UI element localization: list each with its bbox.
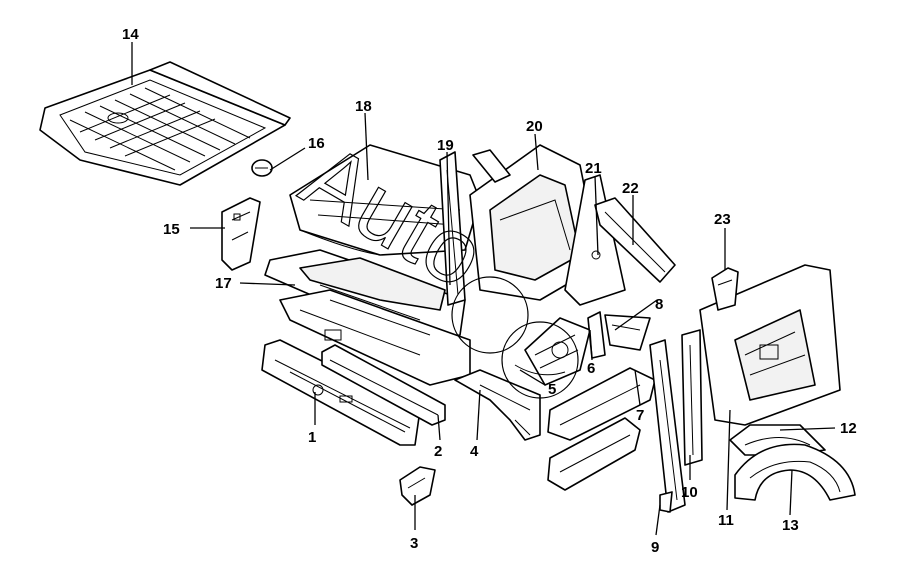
leader-5 <box>519 369 546 386</box>
part-2-crossmember <box>321 344 446 426</box>
part-7-lower-rails <box>547 367 656 491</box>
leader-lines <box>131 42 836 536</box>
part-10-pillar <box>681 329 703 466</box>
callout-14: 14 <box>122 26 139 43</box>
leader-6 <box>589 329 593 361</box>
part-17-floor-assembly <box>264 249 471 386</box>
callout-3: 3 <box>410 535 418 552</box>
part-1-front-crossmember <box>261 339 421 446</box>
callout-6: 6 <box>587 360 595 377</box>
part-8-gusset <box>604 314 651 351</box>
callout-4: 4 <box>470 443 479 460</box>
leader-9 <box>655 504 661 536</box>
callout-15: 15 <box>163 221 180 238</box>
part-22-rear-rail <box>472 149 676 283</box>
part-3-bracket <box>399 466 436 506</box>
part-15-bracket <box>221 197 261 271</box>
leader-13 <box>789 469 793 516</box>
callout-1: 1 <box>308 429 316 446</box>
callout-7: 7 <box>636 407 644 424</box>
leader-18 <box>364 112 369 181</box>
part-9-long-pillar <box>649 339 686 513</box>
leader-16 <box>269 147 306 171</box>
callout-13: 13 <box>782 517 799 534</box>
leader-4 <box>476 389 481 441</box>
part-19-pillar <box>439 151 466 306</box>
part-4-side-member <box>454 369 541 441</box>
leader-11 <box>726 409 731 511</box>
part-18-floor-panel <box>289 144 481 256</box>
leader-2 <box>437 414 441 441</box>
callout-labels: 1 2 3 4 5 6 7 8 9 10 11 12 13 14 15 16 1… <box>122 26 857 556</box>
callout-2: 2 <box>434 443 442 460</box>
part-14-floor-pan <box>39 61 291 186</box>
callout-8: 8 <box>655 296 663 313</box>
callout-16: 16 <box>308 135 325 152</box>
callout-23: 23 <box>714 211 731 228</box>
leader-17 <box>239 282 296 286</box>
callout-17: 17 <box>215 275 232 292</box>
part-13-wheelarch <box>734 443 856 501</box>
leader-20 <box>534 133 539 171</box>
callout-5: 5 <box>548 381 556 398</box>
callout-12: 12 <box>840 420 857 437</box>
callout-22: 22 <box>622 180 639 197</box>
callout-11: 11 <box>718 512 734 529</box>
leader-12 <box>779 427 836 431</box>
leader-8 <box>614 299 658 331</box>
callout-18: 18 <box>355 98 372 115</box>
callout-10: 10 <box>681 484 698 501</box>
leader-19 <box>446 151 451 286</box>
callout-21: 21 <box>585 160 602 177</box>
part-21-quarter-inner <box>564 174 626 306</box>
part-16-clip <box>251 159 273 177</box>
callout-19: 19 <box>437 137 454 154</box>
part-5-mechanism <box>514 317 591 386</box>
callout-20: 20 <box>526 118 543 135</box>
leader-7 <box>634 369 641 406</box>
leader-21 <box>594 175 599 256</box>
callout-9: 9 <box>651 539 659 556</box>
